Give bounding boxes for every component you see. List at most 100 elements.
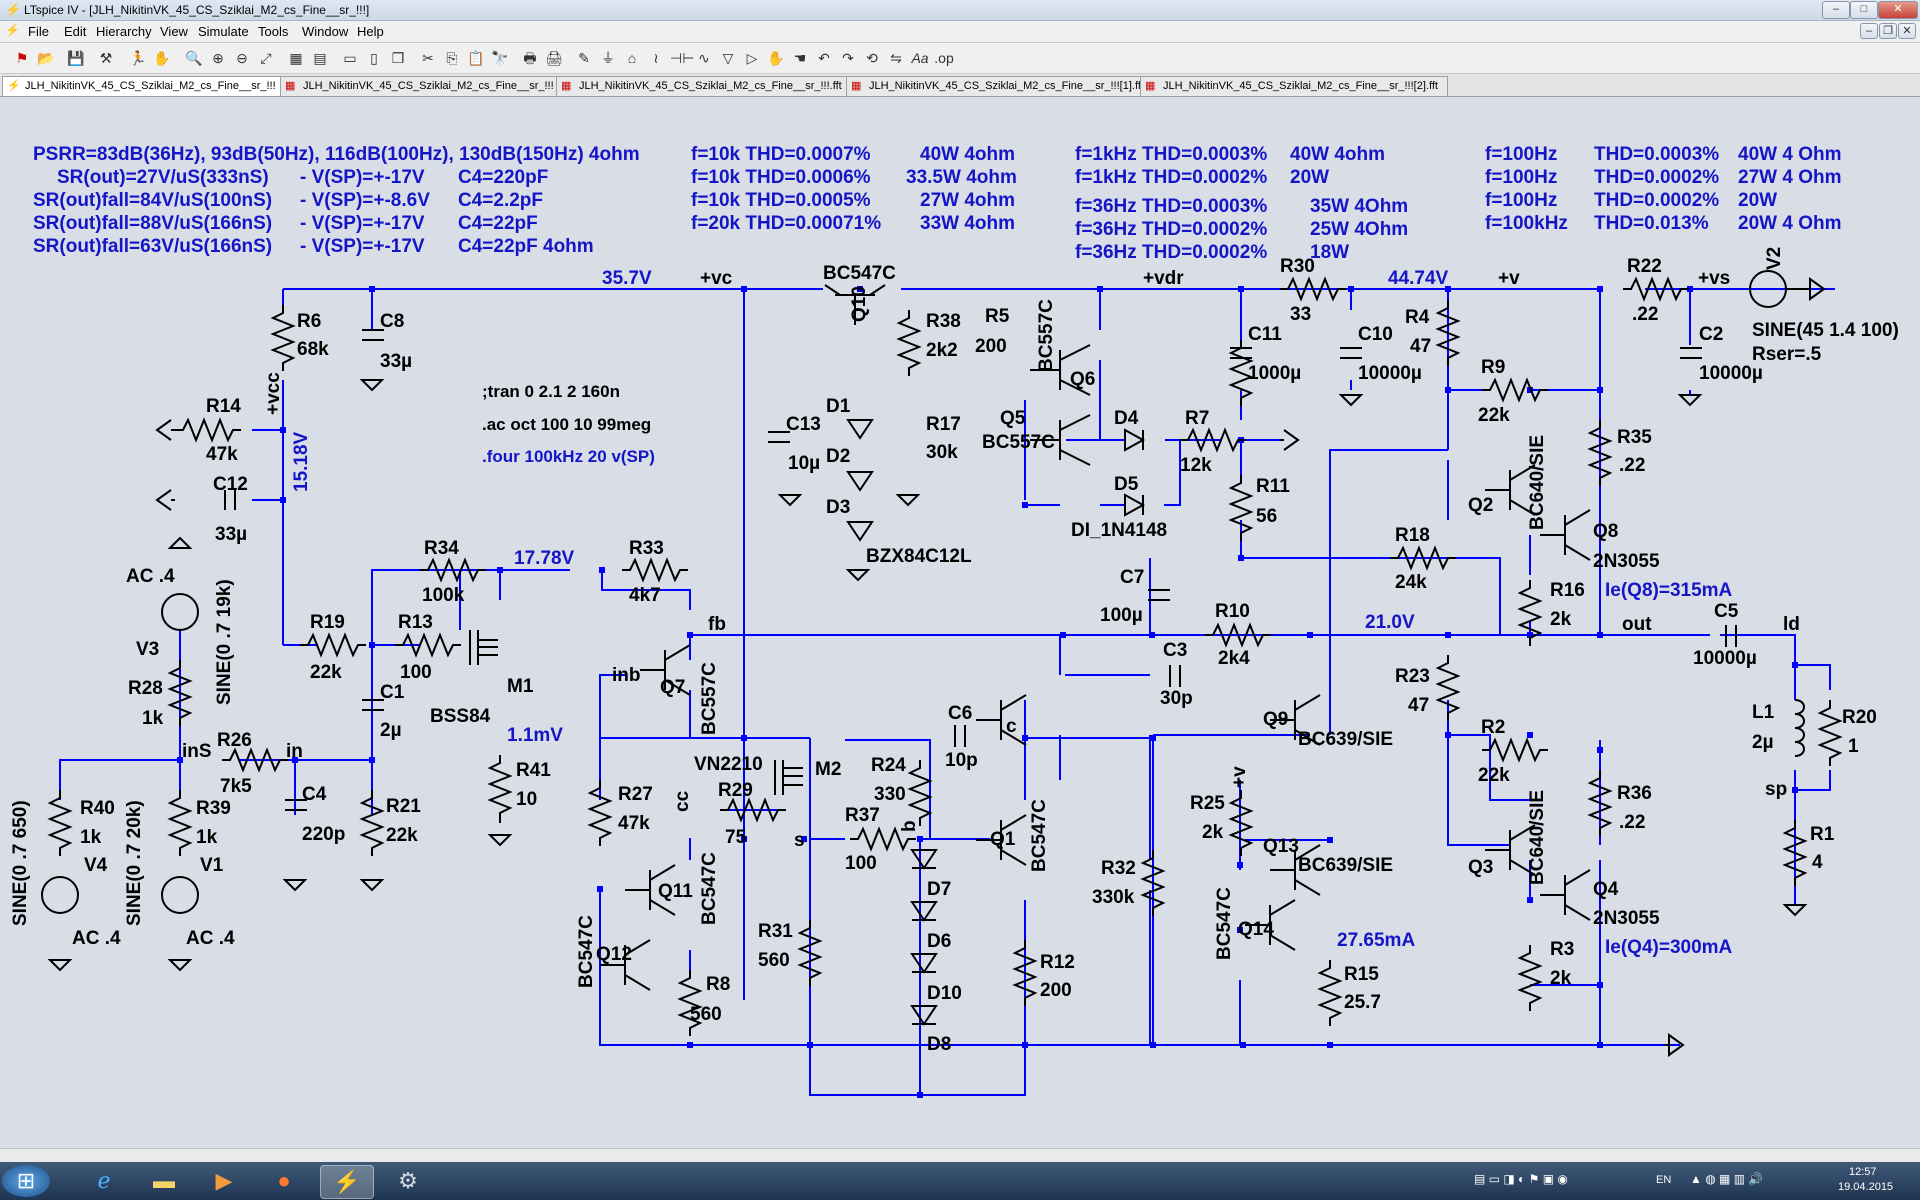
- tab-waveform[interactable]: ▦JLH_NikitinVK_45_CS_Sziklai_M2_cs_Fine_…: [280, 76, 560, 96]
- label-r5: R5: [985, 306, 1010, 327]
- zoom-fit-icon[interactable]: ⤢: [260, 50, 272, 66]
- text-icon[interactable]: Aa: [911, 50, 929, 66]
- autorange-icon[interactable]: ▦: [289, 50, 303, 66]
- menu-simulate[interactable]: Simulate: [198, 24, 249, 39]
- tab-fft-1[interactable]: ▦JLH_NikitinVK_45_CS_Sziklai_M2_cs_Fine_…: [846, 76, 1144, 96]
- value-r34: 100k: [422, 585, 465, 606]
- diode-icon[interactable]: ▽: [722, 50, 734, 66]
- mdi-minimize-button[interactable]: –: [1860, 23, 1878, 39]
- close-button[interactable]: ✕: [1878, 1, 1918, 19]
- horizontal-scrollbar[interactable]: [0, 1148, 1920, 1163]
- cascade-icon[interactable]: ❐: [391, 50, 405, 66]
- spice-directive-icon[interactable]: .op: [934, 50, 954, 66]
- label-q7: Q7: [660, 677, 685, 698]
- node-label: +v: [1229, 766, 1250, 788]
- label-l1: L1: [1752, 702, 1775, 723]
- mdi-close-button[interactable]: ✕: [1898, 23, 1916, 39]
- label-r25: R25: [1190, 793, 1225, 814]
- menu-file[interactable]: File: [28, 24, 49, 39]
- open-icon[interactable]: 📂: [37, 50, 55, 66]
- tool-icon[interactable]: ⚙: [398, 1168, 418, 1193]
- tab-fft-2[interactable]: ▦JLH_NikitinVK_45_CS_Sziklai_M2_cs_Fine_…: [1140, 76, 1448, 96]
- taskbar: ⊞ ℯ ▬ ▶ ● ⚡ ⚙ ▤ ▭ ◨ ◐ ⚑ ▣ ◉ EN ▲ ◍ ▦ ▥ 🔊…: [0, 1162, 1920, 1200]
- clock-date[interactable]: 19.04.2015: [1838, 1181, 1894, 1193]
- component-icon[interactable]: ▷: [746, 50, 758, 66]
- label-r4: R4: [1405, 307, 1430, 328]
- zoom-in-icon[interactable]: 🔍: [185, 50, 203, 66]
- label-q12: Q12: [596, 944, 632, 965]
- media-player-icon[interactable]: ▶: [215, 1168, 233, 1193]
- print-preview-icon[interactable]: 🖶: [523, 50, 537, 66]
- menu-edit[interactable]: Edit: [64, 24, 87, 39]
- schematic-canvas[interactable]: .w{stroke:#0000ff;stroke-width:2;fill:no…: [4, 98, 1916, 1148]
- label-c11: C11: [1248, 324, 1282, 345]
- mdi-restore-button[interactable]: ❐: [1879, 23, 1897, 39]
- run-icon[interactable]: ⚑: [15, 50, 29, 66]
- minimize-button[interactable]: –: [1822, 1, 1850, 19]
- undo-icon[interactable]: ↶: [818, 50, 830, 66]
- wire-icon[interactable]: ✎: [578, 50, 590, 66]
- label-net-icon[interactable]: ⌂: [627, 50, 637, 66]
- note-pow1-1: 40W 4ohm: [920, 144, 1015, 165]
- node-label: 21.0V: [1365, 612, 1415, 633]
- paste-icon[interactable]: 📋: [467, 50, 485, 66]
- ltspice-task-icon[interactable]: ⚡: [320, 1165, 374, 1199]
- find-icon[interactable]: 🔭: [491, 50, 509, 66]
- ac-v4: AC .4: [72, 928, 121, 949]
- maximize-button[interactable]: □: [1850, 1, 1878, 19]
- language-indicator[interactable]: EN: [1656, 1174, 1672, 1186]
- menu-window[interactable]: Window: [302, 24, 349, 39]
- cut-icon[interactable]: ✂: [422, 50, 434, 66]
- note-thd3f-3: f=100Hz: [1485, 190, 1557, 211]
- menu-tools[interactable]: Tools: [258, 24, 289, 39]
- control-panel-icon[interactable]: ⚒: [99, 50, 113, 66]
- grid-icon[interactable]: ▤: [313, 50, 327, 66]
- copy-icon[interactable]: ⎘: [446, 50, 458, 66]
- tile-horizontal-icon[interactable]: ▭: [343, 50, 357, 66]
- note-thd3-4: THD=0.013%: [1594, 213, 1709, 234]
- note-sr-fall-2: SR(out)fall=88V/uS(166nS): [33, 213, 272, 234]
- label-r13: R13: [398, 612, 433, 633]
- mirror-icon[interactable]: ⇋: [890, 50, 902, 66]
- menu-help[interactable]: Help: [357, 24, 384, 39]
- clock-time[interactable]: 12:57: [1849, 1166, 1877, 1178]
- tile-vertical-icon[interactable]: ▯: [370, 50, 378, 66]
- tab-schematic[interactable]: ⚡JLH_NikitinVK_45_CS_Sziklai_M2_cs_Fine_…: [2, 76, 282, 96]
- menu-hierarchy[interactable]: Hierarchy: [96, 24, 152, 39]
- note-thd2-1: f=1kHz THD=0.0003%: [1075, 144, 1267, 165]
- component-symbols: [41, 270, 1843, 1057]
- note-pow3-3: 20W: [1738, 190, 1777, 211]
- title-bar: ⚡ LTspice IV - [JLH_NikitinVK_45_CS_Szik…: [0, 0, 1920, 21]
- print-icon[interactable]: 🖨: [545, 50, 563, 66]
- menu-view[interactable]: View: [160, 24, 188, 39]
- inductor-icon[interactable]: ∿: [698, 50, 710, 66]
- internet-explorer-icon[interactable]: ℯ: [97, 1168, 111, 1193]
- drag-icon[interactable]: ☚: [793, 50, 807, 66]
- label-v3: V3: [136, 639, 159, 660]
- move-icon[interactable]: ✋: [767, 50, 785, 66]
- value-r13: 100: [400, 662, 432, 683]
- value-r14: 47k: [206, 444, 238, 465]
- firefox-icon[interactable]: ●: [277, 1168, 291, 1193]
- note-pow2-4: 25W 4Ohm: [1310, 219, 1408, 240]
- file-explorer-icon[interactable]: ▬: [153, 1168, 175, 1193]
- tab-fft[interactable]: ▦JLH_NikitinVK_45_CS_Sziklai_M2_cs_Fine_…: [556, 76, 848, 96]
- label-m1: M1: [507, 676, 534, 697]
- zoom-pan-icon[interactable]: ⊕: [212, 50, 224, 66]
- save-icon[interactable]: 💾: [67, 50, 85, 66]
- note-pow3-1: 40W 4 Ohm: [1738, 144, 1841, 165]
- run-sim-icon[interactable]: 🏃: [129, 50, 147, 66]
- pan-icon[interactable]: ✋: [153, 50, 171, 66]
- ground-icon[interactable]: ⏚: [601, 50, 615, 66]
- rotate-icon[interactable]: ⟲: [866, 50, 878, 66]
- capacitor-icon[interactable]: ⊣⊢: [670, 50, 695, 66]
- note-thd2-4: f=36Hz THD=0.0002%: [1075, 219, 1267, 240]
- resistor-icon[interactable]: ≀: [653, 50, 659, 66]
- start-button-icon[interactable]: ⊞: [2, 1165, 50, 1197]
- tray-icons-2[interactable]: ▲ ◍ ▦ ▥ 🔊: [1690, 1172, 1764, 1186]
- redo-icon[interactable]: ↷: [842, 50, 854, 66]
- zoom-out-icon[interactable]: ⊖: [236, 50, 248, 66]
- label-q4: Q4: [1593, 879, 1619, 900]
- tray-icons[interactable]: ▤ ▭ ◨ ◐ ⚑ ▣ ◉: [1474, 1172, 1568, 1186]
- node-label: in: [286, 741, 303, 762]
